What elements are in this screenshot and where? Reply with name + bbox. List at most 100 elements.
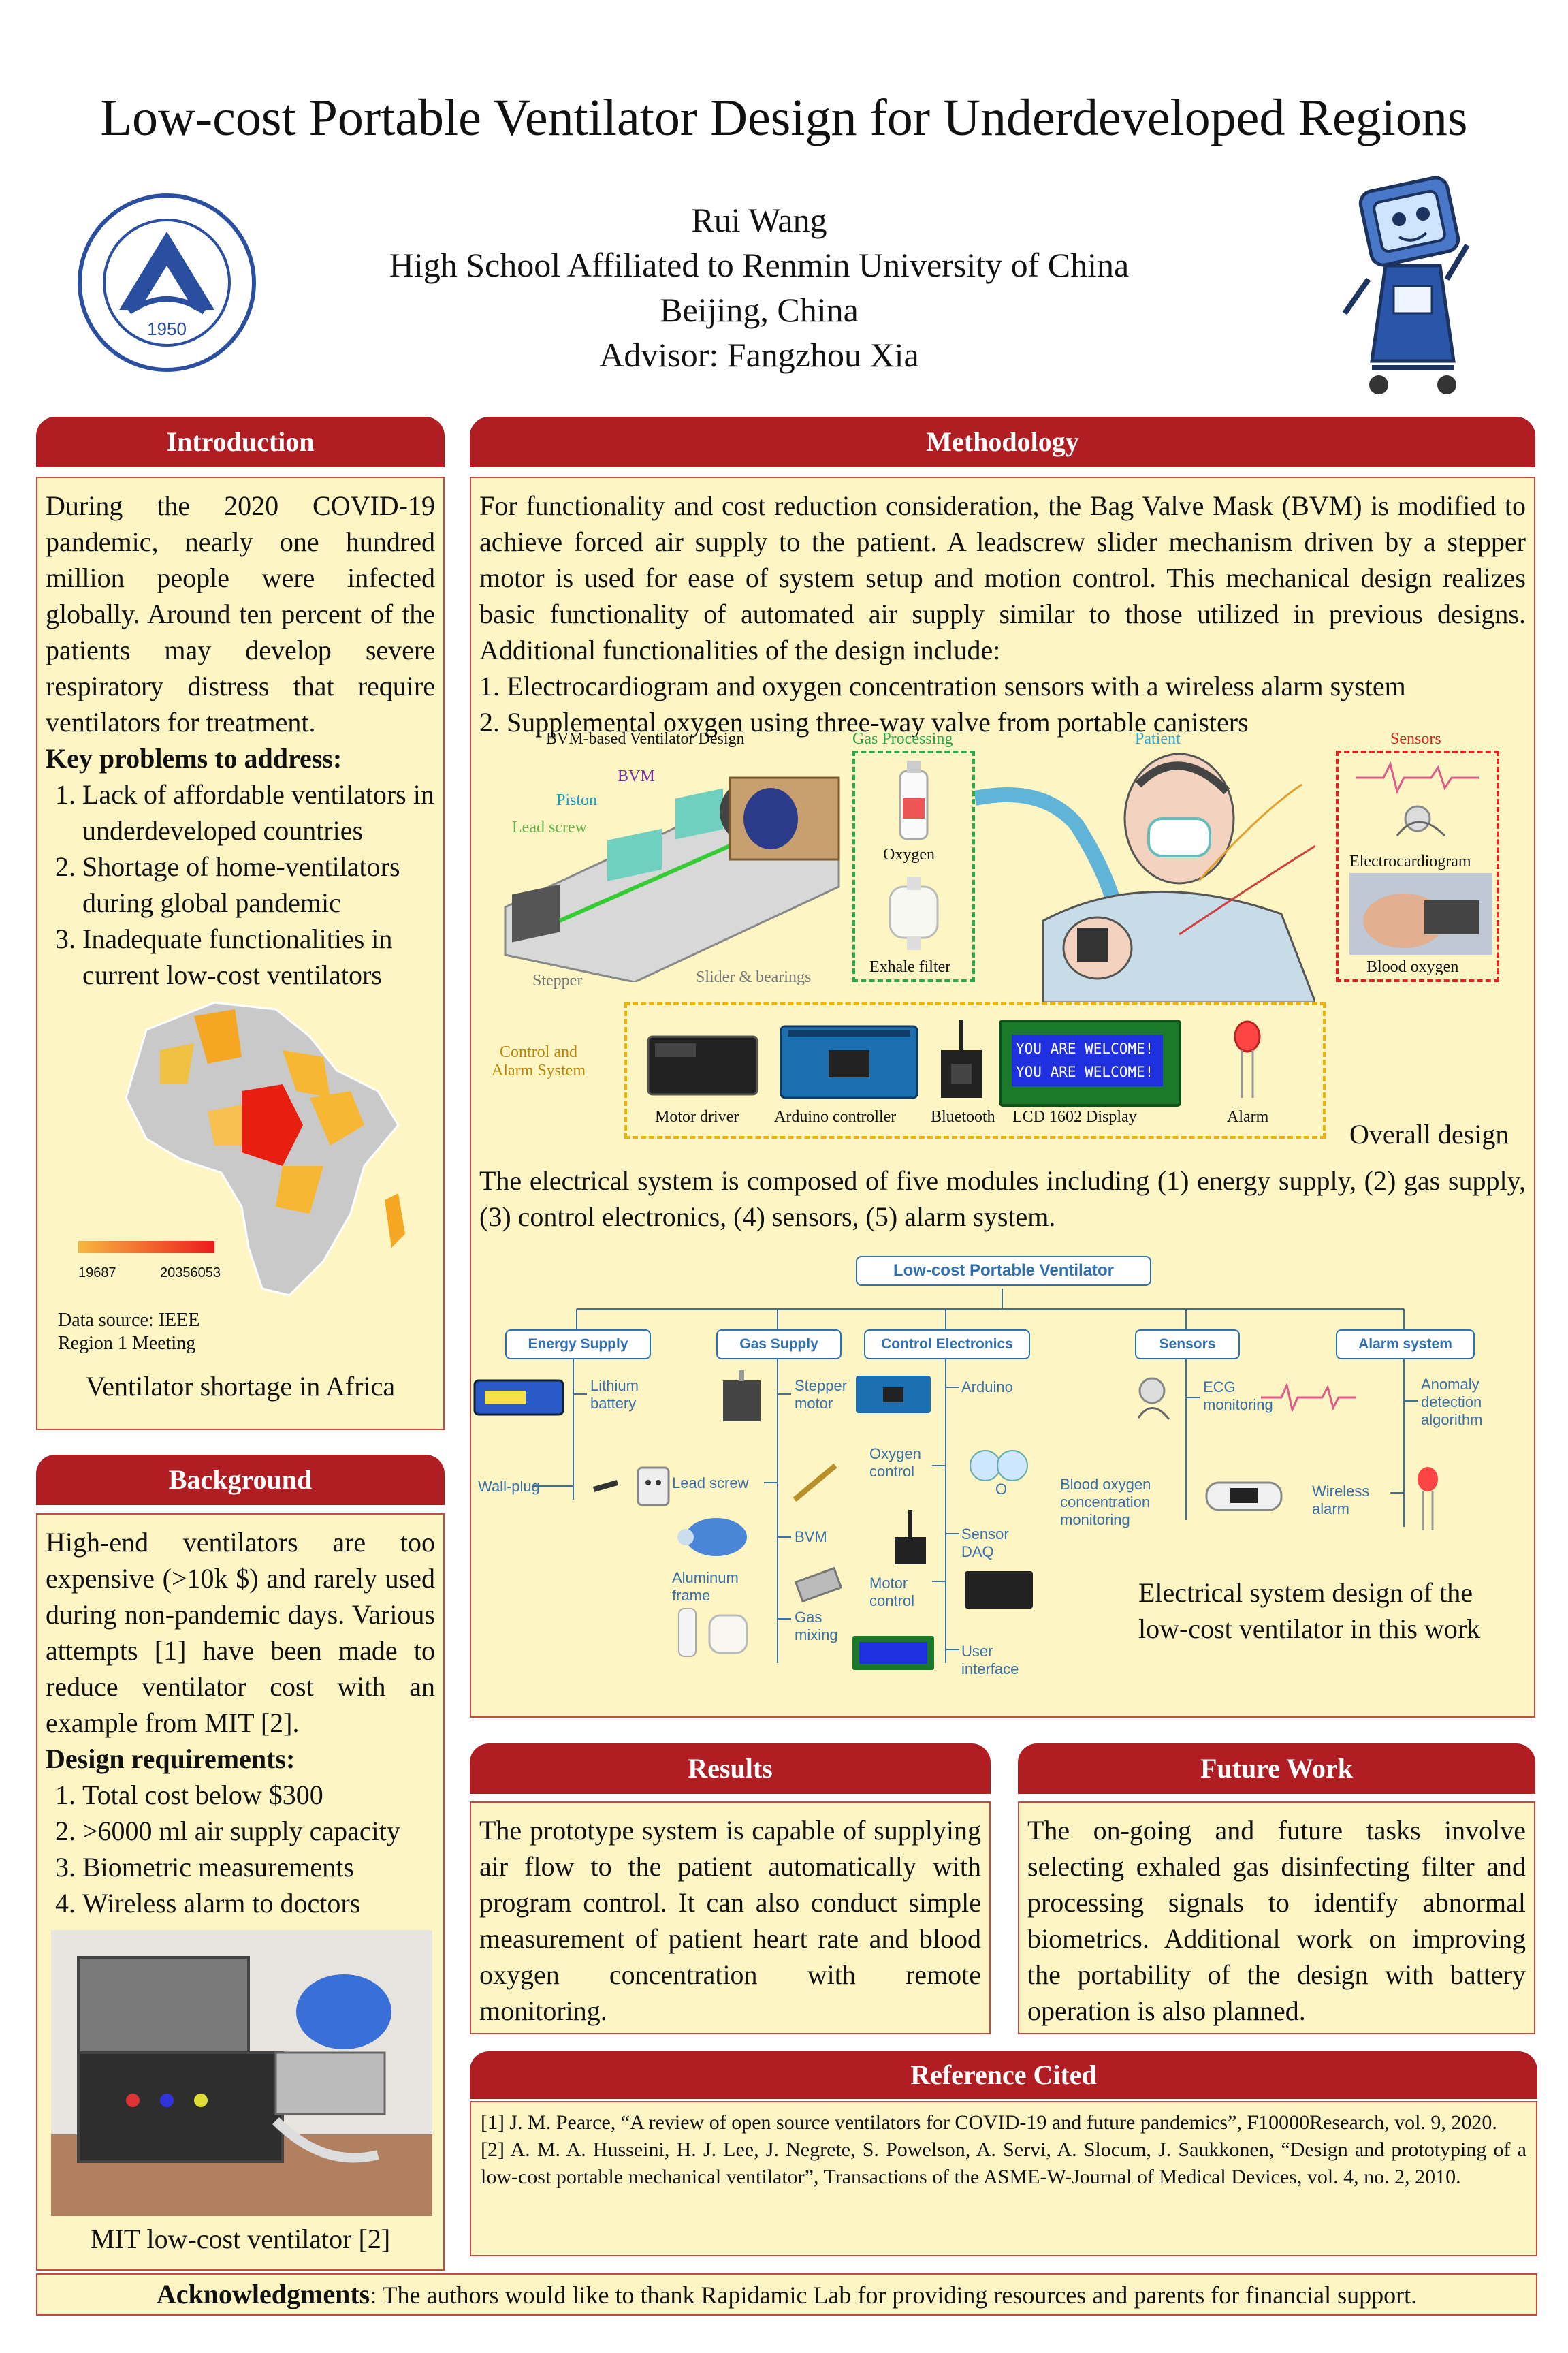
intro-header: Introduction: [36, 417, 445, 467]
future-work-body: The on-going and future tasks involve se…: [1027, 1815, 1526, 2026]
photo-caption: MIT low-cost ventilator [2]: [90, 2224, 391, 2254]
references-panel: [1] J. M. Pearce, “A review of open sour…: [470, 2101, 1537, 2256]
lcd-display-icon: YOU ARE WELCOME! YOU ARE WELCOME!: [999, 1020, 1181, 1107]
ecg-electrode-icon: [1137, 1377, 1170, 1420]
lead-screw-label: Lead screw: [512, 819, 587, 836]
lithium-battery-icon: [473, 1379, 564, 1416]
leaf-text: Wireless: [1312, 1483, 1370, 1500]
leaf-text: Sensor: [961, 1526, 1009, 1543]
sensor-daq-icon: [895, 1510, 926, 1564]
africa-map: [125, 1001, 405, 1297]
list-item: Shortage of home-ventilators during glob…: [82, 849, 435, 921]
list-item: Wireless alarm to doctors: [82, 1885, 435, 1921]
arduino-controller-icon: [780, 1025, 918, 1099]
svg-text:1950: 1950: [147, 319, 187, 339]
exhale-filter-label: Exhale filter: [869, 958, 951, 976]
leaf-text: frame: [672, 1587, 711, 1604]
tree-caption-line: low-cost ventilator in this work: [1138, 1613, 1481, 1644]
motor-driver-label: Motor driver: [655, 1108, 739, 1126]
diagram-connectors: [532, 1289, 1418, 1663]
mit-ventilator-photo: [51, 1930, 432, 2216]
leaf-text: algorithm: [1421, 1411, 1483, 1428]
gas-processing-title: Gas Processing: [852, 730, 953, 748]
tree-leaf-bvm: BVM: [795, 1528, 827, 1545]
methodology-para2: The electrical system is composed of fiv…: [479, 1165, 1526, 1232]
tree-root-node: Low-cost Portable Ventilator: [856, 1256, 1151, 1286]
list-item: Biometric measurements: [82, 1849, 435, 1885]
tree-caption-line: Electrical system design of the: [1138, 1577, 1473, 1608]
methodology-item: 1. Electrocardiogram and oxygen concentr…: [479, 671, 1406, 701]
leaf-text: monitoring: [1060, 1511, 1130, 1528]
ventilator-mascot-illustration: [1342, 176, 1470, 394]
methodology-header: Methodology: [470, 417, 1535, 467]
tree-node-control: Control Electronics: [864, 1329, 1030, 1359]
bluetooth-label: Bluetooth: [931, 1108, 995, 1126]
exhale-filter-icon: [889, 877, 939, 950]
leaf-text: Oxygen: [869, 1445, 921, 1462]
leaf-text: control: [869, 1592, 915, 1609]
wall-plug-icon: [592, 1466, 670, 1506]
key-problems-title: Key problems to address:: [46, 743, 342, 774]
bvm-mechanism-illustration: [504, 776, 840, 982]
leaf-text: Aluminum: [672, 1569, 739, 1586]
arduino-label: Arduino controller: [774, 1108, 897, 1126]
leaf-text: Motor: [869, 1575, 908, 1592]
author-block: Rui Wang High School Affiliated to Renmi…: [238, 198, 1280, 377]
background-body: High-end ventilators are too expensive (…: [46, 1527, 435, 1738]
leaf-text: DAQ: [961, 1543, 994, 1560]
poster-title: Low-cost Portable Ventilator Design for …: [100, 89, 1468, 146]
overall-design-figure: BVM-based Ventilator Design BVM Piston L…: [471, 730, 1534, 1166]
methodology-text: For functionality and cost reduction con…: [471, 478, 1534, 740]
tree-node-alarm: Alarm system: [1336, 1329, 1475, 1359]
advisor: Advisor: Fangzhou Xia: [599, 336, 919, 374]
data-source-line: Data source: IEEE: [58, 1310, 200, 1331]
future-work-panel: The on-going and future tasks involve se…: [1018, 1801, 1535, 2034]
data-source: Data source: IEEE Region 1 Meeting: [58, 1309, 199, 1355]
bvm-label: BVM: [618, 768, 655, 785]
legend-max: 20356053: [160, 1265, 221, 1280]
patient-illustration: [975, 753, 1315, 1002]
data-source-line: Region 1 Meeting: [58, 1333, 196, 1354]
lcd-label: LCD 1602 Display: [1012, 1108, 1137, 1126]
list-item: Inadequate functionalities in current lo…: [82, 921, 435, 993]
wireless-alarm-led-icon: [1418, 1467, 1438, 1530]
author-name: Rui Wang: [691, 201, 827, 239]
intro-panel: During the 2020 COVID-19 pandemic, nearl…: [36, 477, 445, 1430]
sensors-title: Sensors: [1390, 730, 1441, 748]
map-legend-bar: [78, 1241, 214, 1253]
leaf-text: User: [961, 1643, 993, 1660]
blood-oxygen-label: Blood oxygen: [1366, 958, 1459, 976]
lead-screw-icon: [793, 1463, 837, 1502]
alarm-label: Alarm: [1227, 1108, 1269, 1126]
background-panel: High-end ventilators are too expensive (…: [36, 1513, 445, 2271]
oxygen-label: Oxygen: [883, 846, 935, 864]
user-interface-lcd-icon: [852, 1636, 934, 1670]
leaf-text: interface: [961, 1660, 1019, 1677]
lcd-line: YOU ARE WELCOME!: [1016, 1064, 1154, 1080]
sensors-box: [1336, 751, 1499, 982]
intro-body: During the 2020 COVID-19 pandemic, nearl…: [46, 490, 435, 738]
leaf-text: alarm: [1312, 1500, 1350, 1517]
leaf-text: control: [869, 1463, 915, 1480]
bvm-bag-icon: [677, 1518, 747, 1556]
leaf-text: Anomaly: [1421, 1376, 1479, 1393]
results-header: Results: [470, 1743, 991, 1794]
oxygen-molecule-icon: [970, 1450, 1028, 1481]
tree-caption: Electrical system design of the low-cost…: [1138, 1575, 1480, 1647]
future-work-header: Future Work: [1018, 1743, 1535, 1794]
bluetooth-module-icon: [941, 1020, 982, 1098]
control-alarm-box: [624, 1002, 1326, 1139]
acknowledgments-label: Acknowledgments: [156, 2279, 370, 2309]
leaf-text: Gas: [795, 1609, 822, 1626]
leaf-text: monitoring: [1203, 1396, 1273, 1413]
